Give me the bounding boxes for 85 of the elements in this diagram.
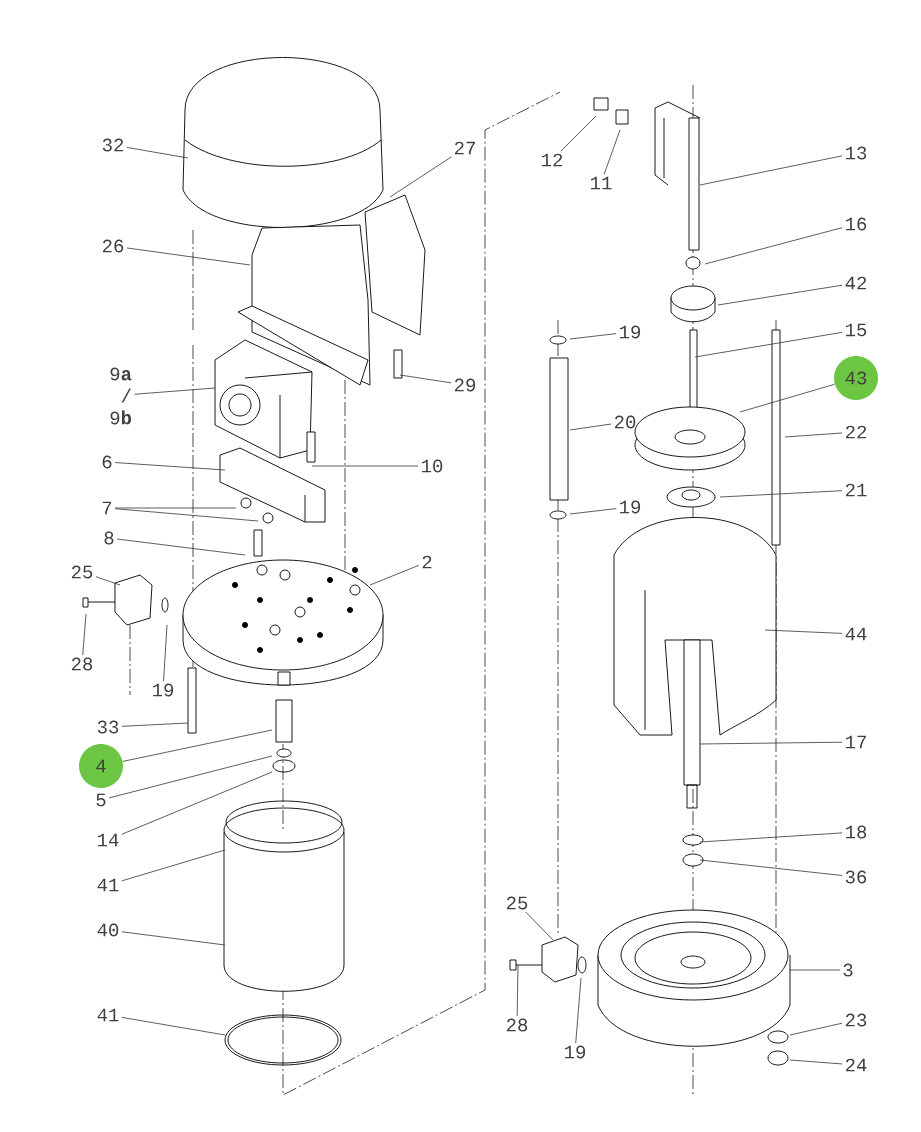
callout-number: 19 — [153, 683, 174, 697]
leader-line — [122, 729, 273, 762]
callout-number: 18 — [846, 825, 867, 839]
leader-line — [116, 538, 246, 556]
callout-number: 28 — [506, 1018, 528, 1032]
leader-line — [121, 771, 273, 835]
callout-number: 11 — [591, 176, 612, 190]
leader-line — [163, 624, 168, 682]
callout-number: 40 — [97, 923, 119, 937]
callout-number: 17 — [846, 735, 866, 749]
leader-line — [516, 964, 519, 1017]
leader-line — [389, 156, 452, 198]
callout-number: 12 — [542, 153, 563, 167]
callout-number: 41 — [97, 878, 119, 892]
callout-number: 26 — [102, 239, 124, 253]
leader-line — [95, 576, 121, 586]
callout-number: 15 — [846, 323, 867, 337]
leader-line — [311, 465, 419, 467]
leader-line — [126, 147, 189, 159]
leader-line — [764, 629, 843, 634]
leader-line — [739, 383, 835, 413]
leader-line — [784, 432, 843, 438]
callout-number: 23 — [845, 1013, 867, 1027]
leader-line — [789, 969, 841, 971]
leader-line — [399, 374, 452, 384]
callout-number: 7 — [102, 501, 112, 515]
leader-line — [699, 741, 843, 745]
leader-line — [121, 722, 189, 727]
callout-number: 16 — [846, 217, 867, 231]
callout-number: 19 — [620, 500, 641, 514]
leader-line — [699, 155, 843, 186]
callout-number: 10 — [422, 459, 443, 473]
callout-number: 20 — [614, 415, 636, 429]
leader-line — [114, 462, 226, 471]
leader-line — [699, 832, 843, 843]
callout-number: 27 — [454, 141, 475, 155]
leader-line — [717, 284, 843, 306]
leader-line — [704, 227, 843, 265]
callout-number: 14 — [98, 833, 119, 847]
leader-line — [719, 490, 843, 498]
leader-line — [694, 331, 843, 358]
leader-line — [560, 115, 597, 152]
callout-number: 41 — [97, 1008, 119, 1022]
leader-line — [121, 1017, 226, 1036]
leader-line — [603, 129, 621, 175]
callout-number: 25 — [71, 565, 93, 579]
callout-number: 42 — [845, 276, 867, 290]
callout-number: 25 — [506, 896, 528, 910]
leader-line — [575, 977, 582, 1044]
highlighted-callout: 4 — [79, 744, 123, 788]
highlighted-callout: 43 — [834, 356, 878, 400]
leader-line — [569, 508, 617, 515]
leader-line — [369, 564, 420, 586]
callout-number: 3 — [843, 963, 853, 977]
callout-number: 9a / 9b — [110, 367, 132, 425]
callout-number: 5 — [96, 793, 106, 807]
callout-number: 24 — [845, 1058, 867, 1072]
callout-number: 8 — [104, 531, 114, 545]
leader-line — [114, 507, 237, 509]
callout-number: 6 — [102, 455, 112, 469]
callout-number: 2 — [422, 555, 432, 569]
leader-line — [134, 387, 216, 395]
callout-number: 19 — [565, 1045, 586, 1059]
callout-number: 32 — [102, 138, 124, 152]
callout-number: 36 — [845, 870, 867, 884]
callout-number: 33 — [97, 720, 119, 734]
leader-line — [699, 859, 843, 876]
leader-line — [121, 849, 226, 882]
leader-line — [114, 508, 259, 522]
callout-number: 28 — [71, 657, 93, 671]
leader-line — [789, 1022, 843, 1036]
leader-line — [108, 755, 273, 799]
leader-line — [82, 613, 87, 656]
callout-number: 19 — [620, 325, 641, 339]
callout-number: 21 — [845, 483, 867, 497]
callout-number: 29 — [454, 378, 476, 392]
callout-number: 22 — [845, 425, 867, 439]
leader-line — [569, 423, 612, 431]
callout-number: 13 — [846, 146, 867, 160]
leader-line — [525, 911, 554, 941]
leader-line — [126, 247, 251, 266]
callout-number: 44 — [845, 627, 867, 641]
leader-line — [789, 1059, 843, 1065]
leader-line — [569, 333, 617, 340]
leader-line — [121, 931, 226, 946]
